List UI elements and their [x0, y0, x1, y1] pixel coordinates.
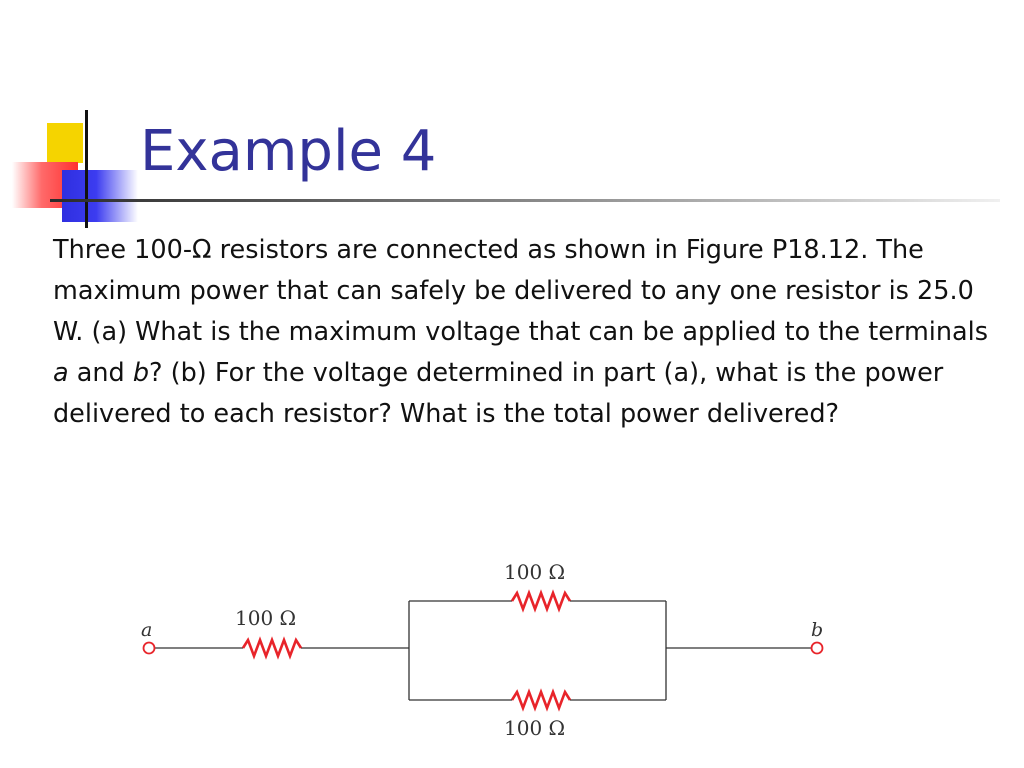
blue-square-decoration	[62, 170, 138, 222]
circuit-diagram: a b 100 Ω 100 Ω 100 Ω	[141, 560, 824, 740]
title-underline	[50, 199, 1000, 202]
bottom-resistor	[510, 688, 572, 712]
circuit-wires	[154, 600, 812, 701]
slide-title: Example 4	[140, 119, 437, 184]
problem-text-and: and	[68, 358, 133, 388]
terminal-b-circle	[810, 641, 824, 655]
series-resistor	[241, 636, 303, 660]
yellow-square-decoration	[47, 123, 83, 163]
terminal-b-label: b	[811, 619, 823, 641]
terminal-b-text: b	[132, 358, 150, 388]
terminal-a-circle	[142, 641, 156, 655]
terminal-a-text: a	[53, 358, 69, 388]
series-resistor-label: 100 Ω	[235, 606, 296, 630]
vertical-line-decoration	[85, 110, 88, 228]
problem-text-part2: ? (b) For the voltage determined in part…	[53, 358, 944, 429]
terminal-a-label: a	[141, 619, 152, 641]
problem-text-part1: Three 100-Ω resistors are connected as s…	[53, 235, 989, 347]
problem-text: Three 100-Ω resistors are connected as s…	[53, 230, 1003, 435]
bottom-resistor-label: 100 Ω	[504, 716, 565, 740]
slide-logo-decoration	[0, 0, 160, 240]
top-resistor-label: 100 Ω	[504, 560, 565, 584]
top-resistor	[510, 589, 572, 613]
